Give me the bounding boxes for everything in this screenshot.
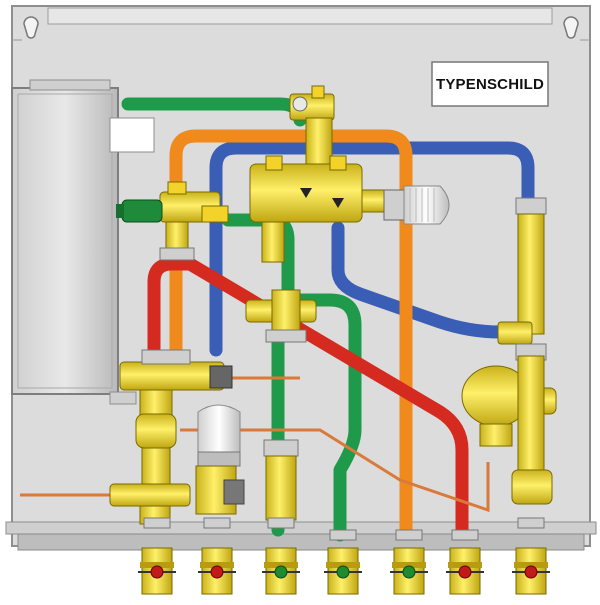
- outlet-valve-6: [446, 547, 484, 595]
- sensor-wire: [20, 376, 490, 513]
- type-plate: [431, 61, 549, 107]
- type-plate-label: TYPENSCHILD: [435, 75, 545, 93]
- lower-left-manifold: [119, 349, 233, 417]
- thermostatic-head: [383, 185, 450, 225]
- pipe-red: [147, 257, 469, 539]
- outlet-valve-1: [138, 547, 176, 595]
- pipe-orange: [169, 129, 413, 539]
- outlet-valve-2: [198, 547, 236, 595]
- dr-valve: [263, 439, 299, 521]
- outlet-valve-7: [512, 547, 550, 595]
- heat-exchanger-box: [11, 79, 155, 405]
- outlet-valve-5: [390, 547, 428, 595]
- thermostatic-head-lower: [195, 404, 245, 515]
- strainer: [135, 413, 177, 487]
- mounting-keyhole-left: [23, 16, 39, 39]
- blue-pipe-fitting: [497, 197, 547, 361]
- mixing-valve-block: [249, 155, 389, 263]
- green-tee-fitting: [245, 289, 317, 343]
- pipe-collars: [143, 517, 545, 541]
- pressure-reducer: [461, 355, 557, 505]
- pipe-blue: [209, 141, 535, 357]
- outlet-valve-4: [324, 547, 362, 595]
- cr-valve-top: [289, 85, 335, 173]
- mounting-keyhole-right: [563, 16, 579, 39]
- green-handle-valve: [116, 181, 229, 261]
- outlet-valve-3: [262, 547, 300, 595]
